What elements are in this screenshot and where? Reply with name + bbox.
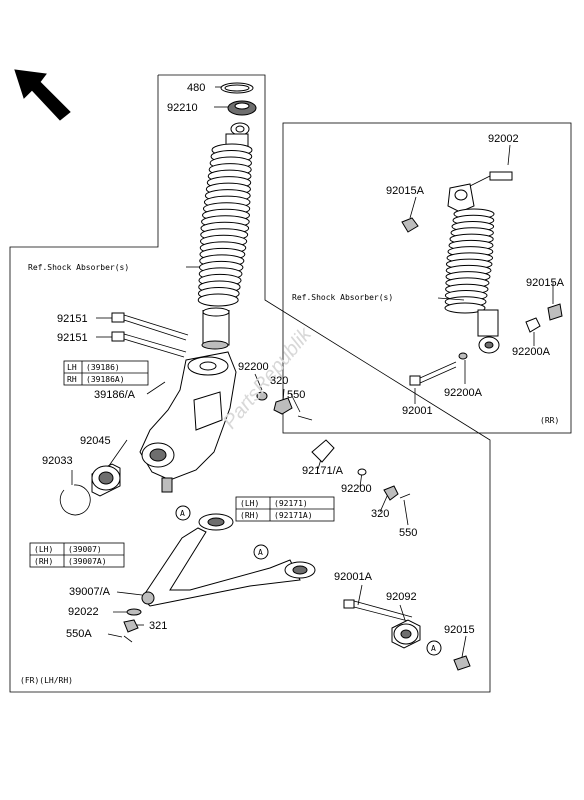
front-assembly-frame — [9, 74, 491, 693]
label-550a: 550A — [66, 628, 92, 640]
svg-text:A: A — [180, 509, 185, 518]
circlip — [59, 484, 91, 516]
label-fr-lh-rh: (FR)(LH/RH) — [20, 676, 73, 685]
rear-shock-absorber — [401, 171, 563, 386]
rear-assembly-frame — [282, 122, 572, 434]
table-knuckle: LH (39186) RH (39186A) — [63, 360, 149, 386]
svg-text:A: A — [258, 548, 263, 557]
label-321: 321 — [149, 620, 167, 632]
table-knuckle-part-1: (39186) — [86, 363, 120, 372]
steering-knuckle — [139, 351, 237, 493]
label-550-b: 550 — [399, 527, 417, 539]
table-knuckle-side-2: RH — [67, 375, 77, 384]
label-92015a-rr: 92015A — [386, 185, 425, 197]
svg-text:A: A — [431, 644, 436, 653]
label-39186a: 39186/A — [94, 389, 136, 401]
table-arm-part-1: (39007) — [68, 545, 102, 554]
table-bracket-side-1: (LH) — [240, 499, 259, 508]
table-arm-part-2: (39007A) — [68, 557, 107, 566]
label-92015: 92015 — [444, 624, 475, 636]
table-knuckle-side-1: LH — [67, 363, 77, 372]
table-arm: (LH) (39007) (RH) (39007A) — [29, 542, 125, 568]
label-92200a-1: 92200A — [512, 346, 551, 358]
table-knuckle-part-2: (39186A) — [86, 375, 125, 384]
label-92092: 92092 — [386, 591, 417, 603]
label-92022: 92022 — [68, 606, 99, 618]
label-92033: 92033 — [42, 455, 73, 467]
label-92002: 92002 — [488, 133, 519, 145]
label-rr: (RR) — [540, 416, 559, 425]
label-39007a: 39007/A — [69, 586, 111, 598]
bolt-92151 — [111, 312, 189, 358]
table-bracket-part-1: (92171) — [274, 499, 308, 508]
table-arm-side-1: (LH) — [34, 545, 53, 554]
front-shock-absorber — [197, 82, 257, 350]
table-bracket-side-2: (RH) — [240, 511, 259, 520]
table-bracket: (LH) (92171) (RH) (92171A) — [235, 496, 335, 522]
label-92151-a: 92151 — [57, 313, 88, 325]
label-ref-shock-front: Ref.Shock Absorber(s) — [28, 263, 129, 272]
rear-leader-lines — [409, 144, 554, 404]
label-320-a: 320 — [270, 375, 288, 387]
label-480: 480 — [187, 82, 205, 94]
marker-a-3: A — [426, 640, 442, 656]
label-92200a-2: 92200A — [444, 387, 483, 399]
lower-arm-bolt-kit — [343, 599, 471, 671]
label-92001: 92001 — [402, 405, 433, 417]
table-bracket-part-2: (92171A) — [274, 511, 313, 520]
label-92200-b: 92200 — [341, 483, 372, 495]
label-550-a: 550 — [287, 389, 305, 401]
wheel-bearing — [91, 463, 121, 497]
label-92015a-r2: 92015A — [526, 277, 565, 289]
label-92045: 92045 — [80, 435, 111, 447]
marker-a-1: A — [175, 505, 191, 521]
label-92001a: 92001A — [334, 571, 373, 583]
front-direction-arrow-icon — [14, 69, 71, 121]
marker-a-2: A — [253, 544, 269, 560]
lower-a-arm — [123, 513, 316, 643]
label-320-b: 320 — [371, 508, 389, 520]
table-arm-side-2: (RH) — [34, 557, 53, 566]
front-leader-lines — [71, 86, 467, 658]
label-92210: 92210 — [167, 102, 198, 114]
label-92151-b: 92151 — [57, 332, 88, 344]
label-ref-shock-rear: Ref.Shock Absorber(s) — [292, 293, 393, 302]
knuckle-hardware — [256, 391, 411, 501]
label-92200-a: 92200 — [238, 361, 269, 373]
label-92171a: 92171/A — [302, 465, 344, 477]
